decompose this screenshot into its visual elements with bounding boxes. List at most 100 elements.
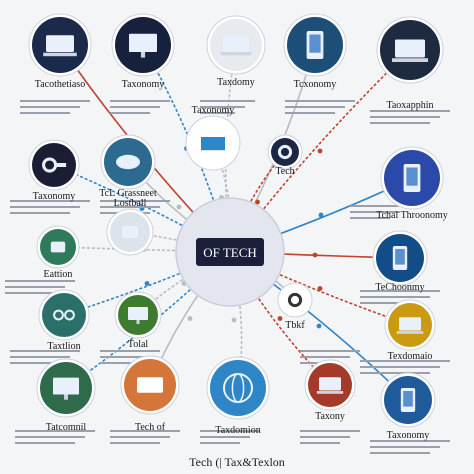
node-n12[interactable]: Lostball bbox=[106, 198, 154, 256]
text-line bbox=[10, 200, 90, 202]
node-n22[interactable]: Taxonomy bbox=[380, 372, 436, 441]
node-n2[interactable]: Taxonomy bbox=[111, 13, 175, 90]
text-line bbox=[350, 205, 410, 207]
text-line bbox=[300, 436, 350, 438]
text-line bbox=[100, 206, 160, 208]
connector-dot bbox=[176, 204, 182, 210]
node-n16[interactable]: Tbkf bbox=[277, 282, 313, 331]
text-line bbox=[5, 292, 55, 294]
node-n10[interactable]: Tchal Throonomy bbox=[376, 146, 448, 221]
cart-icon bbox=[137, 377, 163, 393]
text-line bbox=[370, 452, 430, 454]
node-circle bbox=[281, 286, 309, 314]
node-n5[interactable]: Taoxapphin bbox=[376, 16, 444, 111]
monitor-icon bbox=[53, 377, 79, 400]
node-n17[interactable]: Texdomaio bbox=[384, 299, 436, 362]
node-label: Taxonomy bbox=[122, 79, 165, 90]
text-line bbox=[360, 366, 440, 368]
node-label: Lostball bbox=[114, 198, 147, 209]
node-label: Taxonomy bbox=[387, 430, 430, 441]
node-n19[interactable]: Tech of bbox=[120, 355, 180, 433]
connector-dot bbox=[277, 316, 283, 321]
hub-label: OF TECH bbox=[203, 245, 257, 260]
node-label: Tech of bbox=[135, 422, 166, 433]
node-n8[interactable]: Taxonomy bbox=[185, 105, 241, 171]
text-line bbox=[110, 100, 170, 102]
text-line bbox=[360, 290, 440, 292]
node-label: TeChoonmy bbox=[375, 282, 424, 293]
node-n7[interactable]: TcL Grassneet bbox=[99, 134, 157, 199]
node-label: Taxdomion bbox=[215, 425, 260, 436]
text-line bbox=[100, 350, 160, 352]
node-circle bbox=[271, 138, 299, 166]
monitor-icon bbox=[129, 33, 157, 58]
node-label: Tolal bbox=[128, 339, 149, 350]
node-label: Tatcomnil bbox=[46, 422, 87, 433]
node-n14[interactable]: Taxtlion bbox=[38, 289, 90, 352]
text-line bbox=[10, 212, 70, 214]
text-line bbox=[285, 112, 335, 114]
node-n11[interactable]: Eattion bbox=[36, 225, 80, 280]
text-line bbox=[350, 217, 390, 219]
text-line bbox=[200, 100, 255, 102]
chip-icon bbox=[277, 144, 293, 160]
text-line bbox=[110, 430, 180, 432]
text-line bbox=[300, 430, 360, 432]
connector-dot bbox=[317, 286, 323, 291]
node-n15[interactable]: Tolal bbox=[114, 291, 162, 350]
footer-caption: Tech (| Tax&Texlon bbox=[189, 455, 285, 469]
node-n3[interactable]: Taxdomy bbox=[206, 15, 266, 88]
node-n1[interactable]: Tacothetiaso bbox=[28, 13, 92, 90]
node-n20[interactable]: Taxdomion bbox=[206, 356, 270, 436]
tablet-icon bbox=[392, 246, 408, 270]
text-line bbox=[20, 112, 70, 114]
gear-icon bbox=[287, 292, 303, 308]
text-line bbox=[360, 360, 450, 362]
connector-line bbox=[63, 251, 231, 316]
chart-icon bbox=[201, 137, 225, 151]
node-n9[interactable]: Tech bbox=[267, 134, 303, 177]
laptop-icon bbox=[316, 377, 344, 394]
tablet-icon bbox=[306, 31, 324, 59]
text-line bbox=[300, 442, 340, 444]
text-line bbox=[360, 302, 420, 304]
connector-dot bbox=[318, 212, 324, 218]
tablet-icon bbox=[400, 388, 416, 412]
connector-dot bbox=[231, 317, 237, 323]
hub-label-box bbox=[196, 238, 264, 266]
node-n6[interactable]: Taxonomy bbox=[28, 139, 80, 202]
laptop-icon bbox=[396, 317, 424, 334]
laptop-icon bbox=[392, 39, 428, 62]
node-n4[interactable]: Tcxonomy bbox=[283, 13, 347, 90]
phone-icon bbox=[403, 164, 421, 192]
text-line bbox=[100, 362, 140, 364]
connector-dot bbox=[255, 199, 260, 205]
text-line bbox=[285, 100, 355, 102]
hub-node[interactable]: OF TECH bbox=[175, 197, 285, 307]
node-n13[interactable]: TeChoonmy bbox=[372, 230, 428, 293]
globe-icon bbox=[223, 373, 253, 403]
laptop-icon bbox=[43, 35, 77, 57]
node-label: Eattion bbox=[44, 269, 73, 280]
text-line bbox=[110, 436, 170, 438]
node-circle bbox=[210, 360, 266, 416]
screen-icon bbox=[128, 307, 148, 324]
node-label: Tbkf bbox=[285, 320, 305, 331]
text-line bbox=[200, 112, 235, 114]
text-line bbox=[360, 296, 430, 298]
node-n21[interactable]: Taxony bbox=[304, 359, 356, 422]
text-line bbox=[200, 106, 245, 108]
text-line bbox=[200, 430, 260, 432]
node-n18[interactable]: Tatcomnil bbox=[36, 358, 96, 433]
text-line bbox=[100, 200, 170, 202]
text-line bbox=[110, 112, 150, 114]
text-line bbox=[200, 442, 240, 444]
text-line bbox=[5, 286, 65, 288]
node-label: Texdomaio bbox=[388, 351, 433, 362]
device-icon bbox=[122, 226, 138, 238]
key-icon bbox=[42, 157, 67, 173]
text-line bbox=[285, 106, 345, 108]
text-snippets bbox=[5, 100, 450, 454]
